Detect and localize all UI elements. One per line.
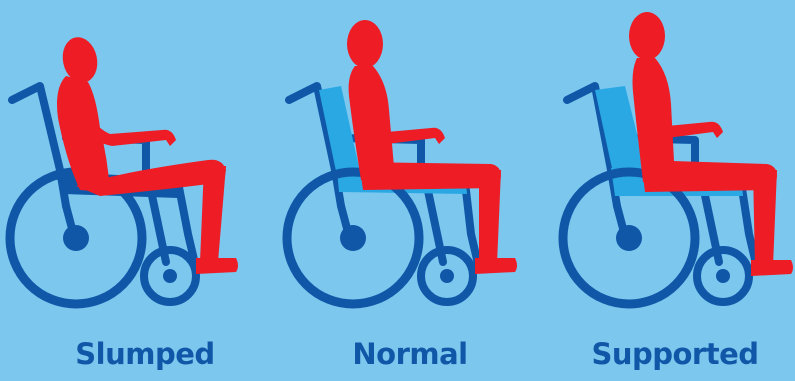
slumped-wheelchair-illustration — [10, 34, 238, 304]
caster-hub — [440, 269, 454, 283]
supported-wheelchair-illustration — [563, 12, 793, 304]
wheel-hub — [340, 225, 366, 251]
normal-wheelchair-illustration — [287, 20, 517, 304]
caster-hub — [163, 269, 177, 283]
supported-label: Supported — [565, 337, 785, 371]
caster-hub — [716, 269, 730, 283]
wheel-hub — [616, 225, 642, 251]
slumped-label: Slumped — [35, 337, 255, 371]
normal-label: Normal — [300, 337, 520, 371]
normal-person — [347, 20, 517, 274]
wheel-hub — [63, 225, 89, 251]
